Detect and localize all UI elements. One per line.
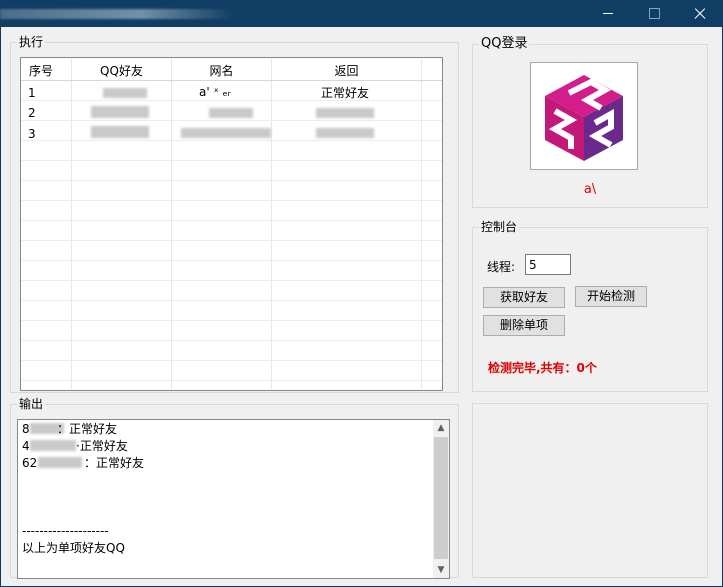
close-button[interactable]	[677, 0, 723, 27]
log-separator: --------------------	[22, 524, 109, 538]
log-line-suffix: ·正常好友	[76, 439, 128, 453]
col-header-name[interactable]: 网名	[209, 64, 234, 78]
log-line-suffix: ：正常好友	[84, 456, 145, 470]
output-group-title: 输出	[17, 396, 46, 412]
grid-header: 序号 QQ好友 网名 返回	[21, 58, 442, 80]
scroll-thumb[interactable]	[434, 437, 448, 559]
col-header-result[interactable]: 返回	[334, 64, 359, 78]
nickname: a\	[583, 182, 597, 197]
console-group: 控制台 线程: 获取好友 开始检测 删除单项 检测完毕,共有：0个	[472, 219, 708, 392]
maximize-button[interactable]	[631, 0, 677, 27]
login-group: QQ登录 a\	[472, 36, 708, 208]
scroll-down-icon[interactable]: ▼	[437, 565, 445, 575]
output-scrollbar[interactable]: ▲ ▼	[433, 420, 449, 578]
login-group-title: QQ登录	[479, 36, 530, 52]
log-line-suffix: ：正常好友	[57, 422, 118, 436]
row-result: 正常好友	[321, 86, 370, 100]
exec-group: 执行 序号 QQ好友 网名	[10, 34, 459, 393]
status-text: 检测完毕,共有：0个	[488, 361, 597, 375]
output-group: 输出 8 ：正常好友 4 ·正常好友 62 ：正常好友 ------------…	[10, 396, 459, 579]
redacted-name	[181, 128, 271, 138]
get-friends-button[interactable]: 获取好友	[483, 287, 565, 308]
threads-label: 线程:	[487, 260, 516, 274]
redacted-qq	[30, 440, 76, 451]
output-log[interactable]: 8 ：正常好友 4 ·正常好友 62 ：正常好友 ---------------…	[17, 419, 450, 579]
minimize-button[interactable]	[585, 0, 631, 27]
log-line-prefix: 4	[22, 439, 30, 453]
row-index: 3	[28, 127, 36, 141]
log-footer: 以上为单项好友QQ	[22, 541, 125, 555]
avatar[interactable]	[530, 62, 638, 170]
title-bar	[0, 0, 723, 27]
cube-logo-icon	[545, 75, 623, 161]
col-header-index[interactable]: 序号	[28, 64, 53, 78]
row-name: a' ˣ ₑᵣ	[199, 85, 231, 99]
redacted-qq	[103, 88, 147, 98]
friends-grid[interactable]: 序号 QQ好友 网名 返回 1 a' ˣ ₑᵣ 正常好友 2 3	[20, 57, 443, 391]
console-group-title: 控制台	[479, 219, 520, 235]
threads-input[interactable]	[525, 254, 571, 275]
redacted-result	[316, 128, 374, 138]
window-client: 执行 序号 QQ好友 网名	[1, 27, 722, 586]
exec-group-title: 执行	[17, 34, 46, 50]
row-index: 1	[28, 86, 36, 100]
redacted-result	[316, 108, 374, 118]
redacted-name	[209, 108, 253, 118]
log-line-prefix: 62	[22, 456, 38, 470]
start-check-button[interactable]: 开始检测	[575, 286, 647, 307]
redacted-qq	[38, 457, 82, 468]
window-title-redacted	[0, 9, 235, 19]
redacted-qq	[91, 106, 149, 118]
row-index: 2	[28, 106, 36, 120]
delete-item-button[interactable]: 删除单项	[483, 315, 565, 336]
redacted-qq	[30, 423, 64, 434]
log-line-prefix: 8	[22, 422, 30, 436]
empty-panel	[472, 403, 708, 578]
col-header-qq[interactable]: QQ好友	[100, 64, 143, 78]
scroll-up-icon[interactable]: ▲	[437, 423, 445, 433]
redacted-qq	[91, 126, 149, 138]
